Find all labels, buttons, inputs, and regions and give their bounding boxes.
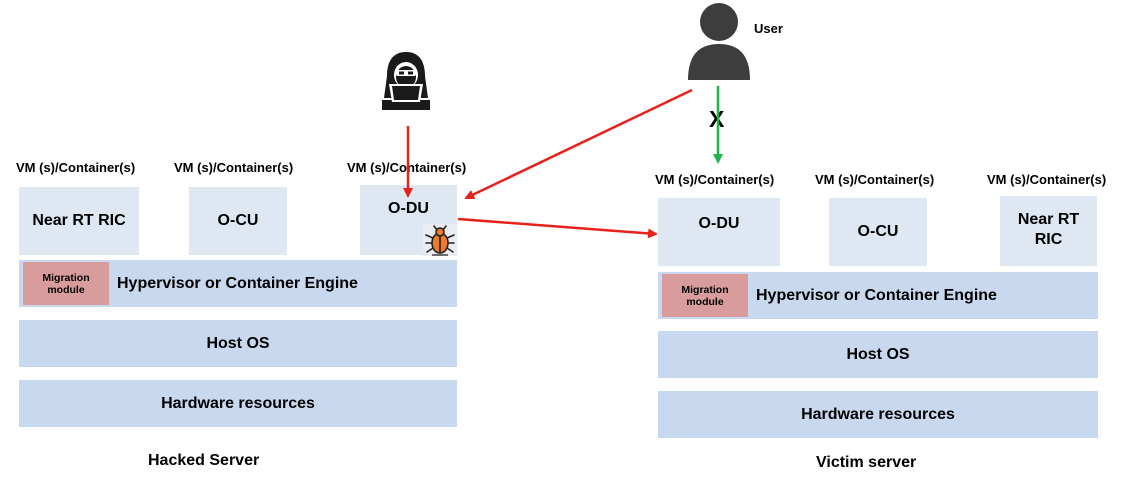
hacked-server-caption: Hacked Server — [148, 452, 260, 469]
near-rt-ric-box-hacked: Near RT RIC — [19, 187, 139, 255]
near-rt-ric-label-victim: Near RT RIC — [1017, 211, 1080, 248]
hypervisor-label-hacked: Hypervisor or Container Engine — [117, 274, 358, 292]
bug-icon — [423, 224, 457, 256]
migration-module-hacked: Migration module — [23, 262, 109, 305]
vm-label-o-du-victim: VM (s)/Container(s) — [655, 172, 775, 187]
hacker-icon — [382, 52, 430, 110]
vm-label-o-du-hacked: VM (s)/Container(s) — [347, 160, 467, 175]
hardware-label-victim: Hardware resources — [801, 405, 955, 423]
vm-label-o-cu-victim: VM (s)/Container(s) — [815, 172, 935, 187]
migration-attack-arrow — [457, 217, 658, 239]
user-icon — [688, 3, 750, 80]
vm-label-near-rt-ric-hacked: VM (s)/Container(s) — [16, 160, 136, 175]
migration-module-victim: Migration module — [662, 274, 748, 317]
near-rt-ric-box-victim: Near RT RIC — [1000, 196, 1097, 266]
user-label: User — [754, 21, 783, 36]
o-cu-label-victim: O-CU — [857, 223, 899, 240]
hypervisor-layer-hacked: Migration module Hypervisor or Container… — [19, 260, 457, 307]
host-os-label-hacked: Host OS — [206, 334, 270, 352]
hardware-layer-victim: Hardware resources — [658, 391, 1098, 438]
o-du-label-victim: O-DU — [698, 215, 740, 232]
hardware-label-hacked: Hardware resources — [161, 394, 315, 412]
hypervisor-layer-victim: Migration module Hypervisor or Container… — [658, 272, 1098, 319]
o-du-label: O-DU — [388, 200, 429, 217]
vm-label-o-cu-hacked: VM (s)/Container(s) — [174, 160, 294, 175]
hypervisor-label-victim: Hypervisor or Container Engine — [756, 286, 997, 304]
host-os-layer-hacked: Host OS — [19, 320, 457, 367]
host-os-label-victim: Host OS — [846, 345, 910, 363]
o-cu-label: O-CU — [217, 212, 259, 229]
near-rt-ric-label: Near RT RIC — [32, 212, 126, 229]
vm-label-near-rt-ric-victim: VM (s)/Container(s) — [987, 172, 1107, 187]
host-os-layer-victim: Host OS — [658, 331, 1098, 378]
hardware-layer-hacked: Hardware resources — [19, 380, 457, 427]
o-cu-box-victim: O-CU — [829, 198, 927, 266]
user-to-hacked-odu-arrow — [464, 88, 693, 200]
o-cu-box-hacked: O-CU — [189, 187, 287, 255]
o-du-box-victim: O-DU — [658, 198, 780, 266]
victim-server-caption: Victim server — [816, 454, 917, 471]
blocked-x-mark: X — [709, 106, 725, 132]
